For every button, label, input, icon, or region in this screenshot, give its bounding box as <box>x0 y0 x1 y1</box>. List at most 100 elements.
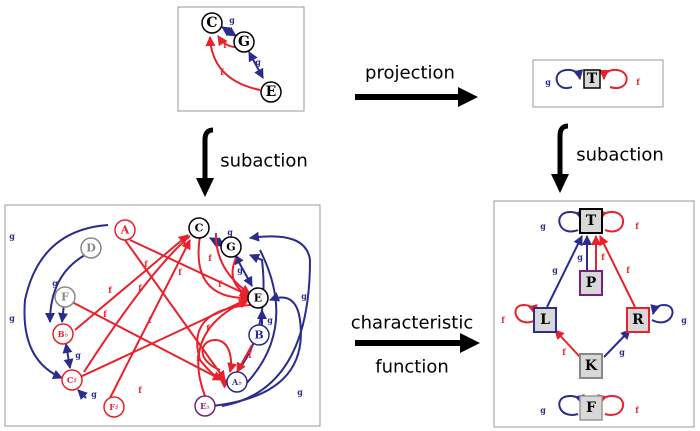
label-f: f <box>562 347 566 357</box>
svg-text:B: B <box>254 329 263 342</box>
label-g: g <box>545 77 551 87</box>
label-f: f <box>220 67 224 77</box>
label-g: g <box>267 315 273 325</box>
label-f: f <box>248 350 252 360</box>
node-k: K <box>579 353 603 379</box>
edge-f-e-c <box>205 36 261 91</box>
label-f: f <box>223 40 227 50</box>
bottom-right-edges <box>514 210 674 416</box>
node-p: P <box>579 270 603 296</box>
projection-label: projection <box>365 63 455 84</box>
node-a-flat: A♭ <box>226 371 248 393</box>
node-f-box: F <box>579 395 603 421</box>
bottom-right-panel <box>493 200 695 428</box>
label-f: f <box>108 285 112 295</box>
label-g: g <box>681 315 687 325</box>
node-g-top: G <box>233 31 255 53</box>
svg-text:B♭: B♭ <box>58 329 69 339</box>
svg-text:A♭: A♭ <box>231 377 242 387</box>
svg-text:T: T <box>587 71 598 87</box>
top-right-loops <box>555 68 628 90</box>
node-e-top: E <box>260 81 282 103</box>
svg-text:F: F <box>61 291 69 304</box>
label-f: f <box>636 77 640 87</box>
label-g: g <box>229 15 235 25</box>
svg-text:E♭: E♭ <box>200 401 210 411</box>
node-r: R <box>626 307 650 333</box>
svg-text:L: L <box>540 312 550 328</box>
svg-text:C♯: C♯ <box>67 375 77 385</box>
svg-text:G: G <box>238 34 250 50</box>
label-f: f <box>501 315 505 325</box>
svg-text:D: D <box>86 242 96 255</box>
label-g: g <box>619 347 625 357</box>
projection-arrow <box>355 87 478 107</box>
svg-text:F: F <box>586 400 596 416</box>
function-label: function <box>375 357 449 378</box>
svg-text:R: R <box>632 312 644 328</box>
label-g: g <box>552 265 558 275</box>
label-f: f <box>626 265 630 275</box>
edge-g-g-e <box>248 51 264 79</box>
subaction-left-label: subaction <box>220 151 308 172</box>
svg-text:F♯: F♯ <box>109 402 119 412</box>
svg-text:G: G <box>226 241 235 254</box>
label-g: g <box>91 389 97 399</box>
label-g: g <box>75 350 81 360</box>
node-c-bottom: C <box>188 217 210 239</box>
node-f-left: F <box>54 286 76 308</box>
label-f: f <box>635 221 639 231</box>
label-g: g <box>237 265 243 275</box>
label-f: f <box>218 279 222 289</box>
label-f: f <box>138 385 142 395</box>
label-f: f <box>144 259 148 269</box>
node-c-top: C <box>201 12 223 34</box>
node-l: L <box>533 307 557 333</box>
subaction-right-arrow <box>551 123 569 193</box>
svg-text:C: C <box>206 15 217 31</box>
svg-text:A: A <box>120 224 130 237</box>
top-left-panel <box>177 6 305 112</box>
characteristic-function-arrow <box>355 333 480 353</box>
bottom-left-edges <box>23 224 312 407</box>
label-g: g <box>577 252 583 262</box>
svg-text:K: K <box>585 358 598 374</box>
label-g: g <box>297 387 303 397</box>
label-f: f <box>103 309 107 319</box>
subaction-left-arrow <box>196 127 214 197</box>
node-e-flat: E♭ <box>194 395 216 417</box>
label-g: g <box>540 405 546 415</box>
node-b: B <box>248 324 270 346</box>
label-g: g <box>52 278 58 288</box>
label-f: f <box>178 267 182 277</box>
node-t-top: T <box>583 69 601 89</box>
edge-g-c-g <box>221 26 237 37</box>
label-g: g <box>301 291 307 301</box>
label-f: f <box>196 353 200 363</box>
label-f: f <box>148 315 152 325</box>
characteristic-label: characteristic <box>351 313 474 334</box>
node-e-bottom: E <box>247 287 269 309</box>
node-t-bottom: T <box>579 208 603 234</box>
label-g: g <box>227 227 233 237</box>
svg-text:E: E <box>266 84 277 100</box>
label-f: f <box>601 252 605 262</box>
subaction-right-label: subaction <box>576 145 664 166</box>
svg-text:P: P <box>586 275 597 291</box>
node-d: D <box>80 237 102 259</box>
node-a: A <box>114 219 136 241</box>
node-f-sharp: F♯ <box>103 396 125 418</box>
svg-text:T: T <box>586 213 597 229</box>
label-f: f <box>206 323 210 333</box>
label-g: g <box>9 313 15 323</box>
svg-text:E: E <box>254 292 262 305</box>
svg-text:C: C <box>195 222 204 235</box>
label-f: f <box>208 253 212 263</box>
node-g-bottom: G <box>220 236 242 258</box>
label-g: g <box>540 221 546 231</box>
label-f: f <box>635 405 639 415</box>
label-f: f <box>138 283 142 293</box>
node-b-flat: B♭ <box>52 323 74 345</box>
label-g: g <box>9 231 15 241</box>
